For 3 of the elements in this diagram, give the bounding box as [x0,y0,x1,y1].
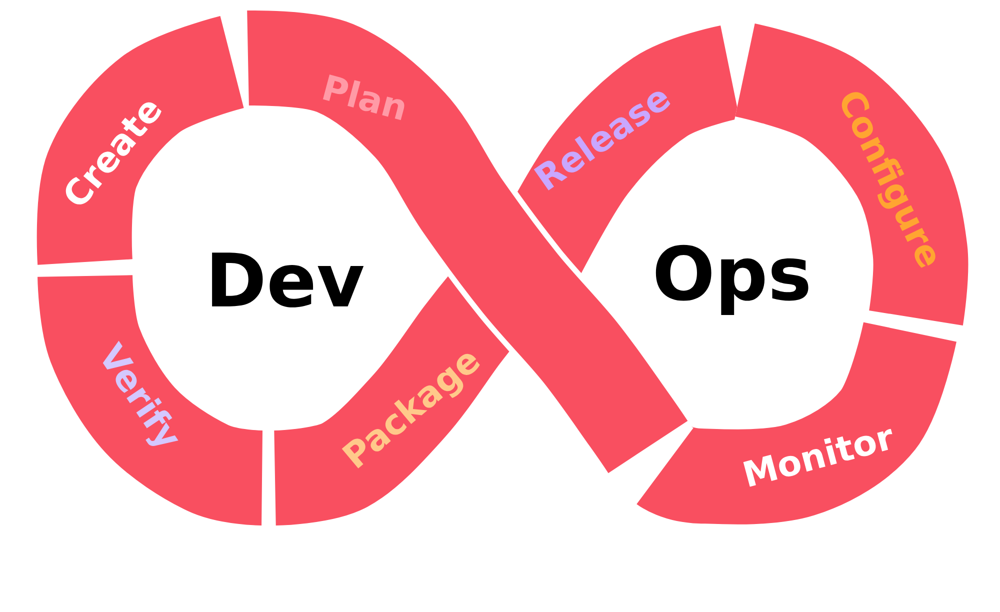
band-segment: Monitor [637,320,962,530]
loop-label: Ops [656,244,808,316]
loop-label: Dev [212,252,364,308]
